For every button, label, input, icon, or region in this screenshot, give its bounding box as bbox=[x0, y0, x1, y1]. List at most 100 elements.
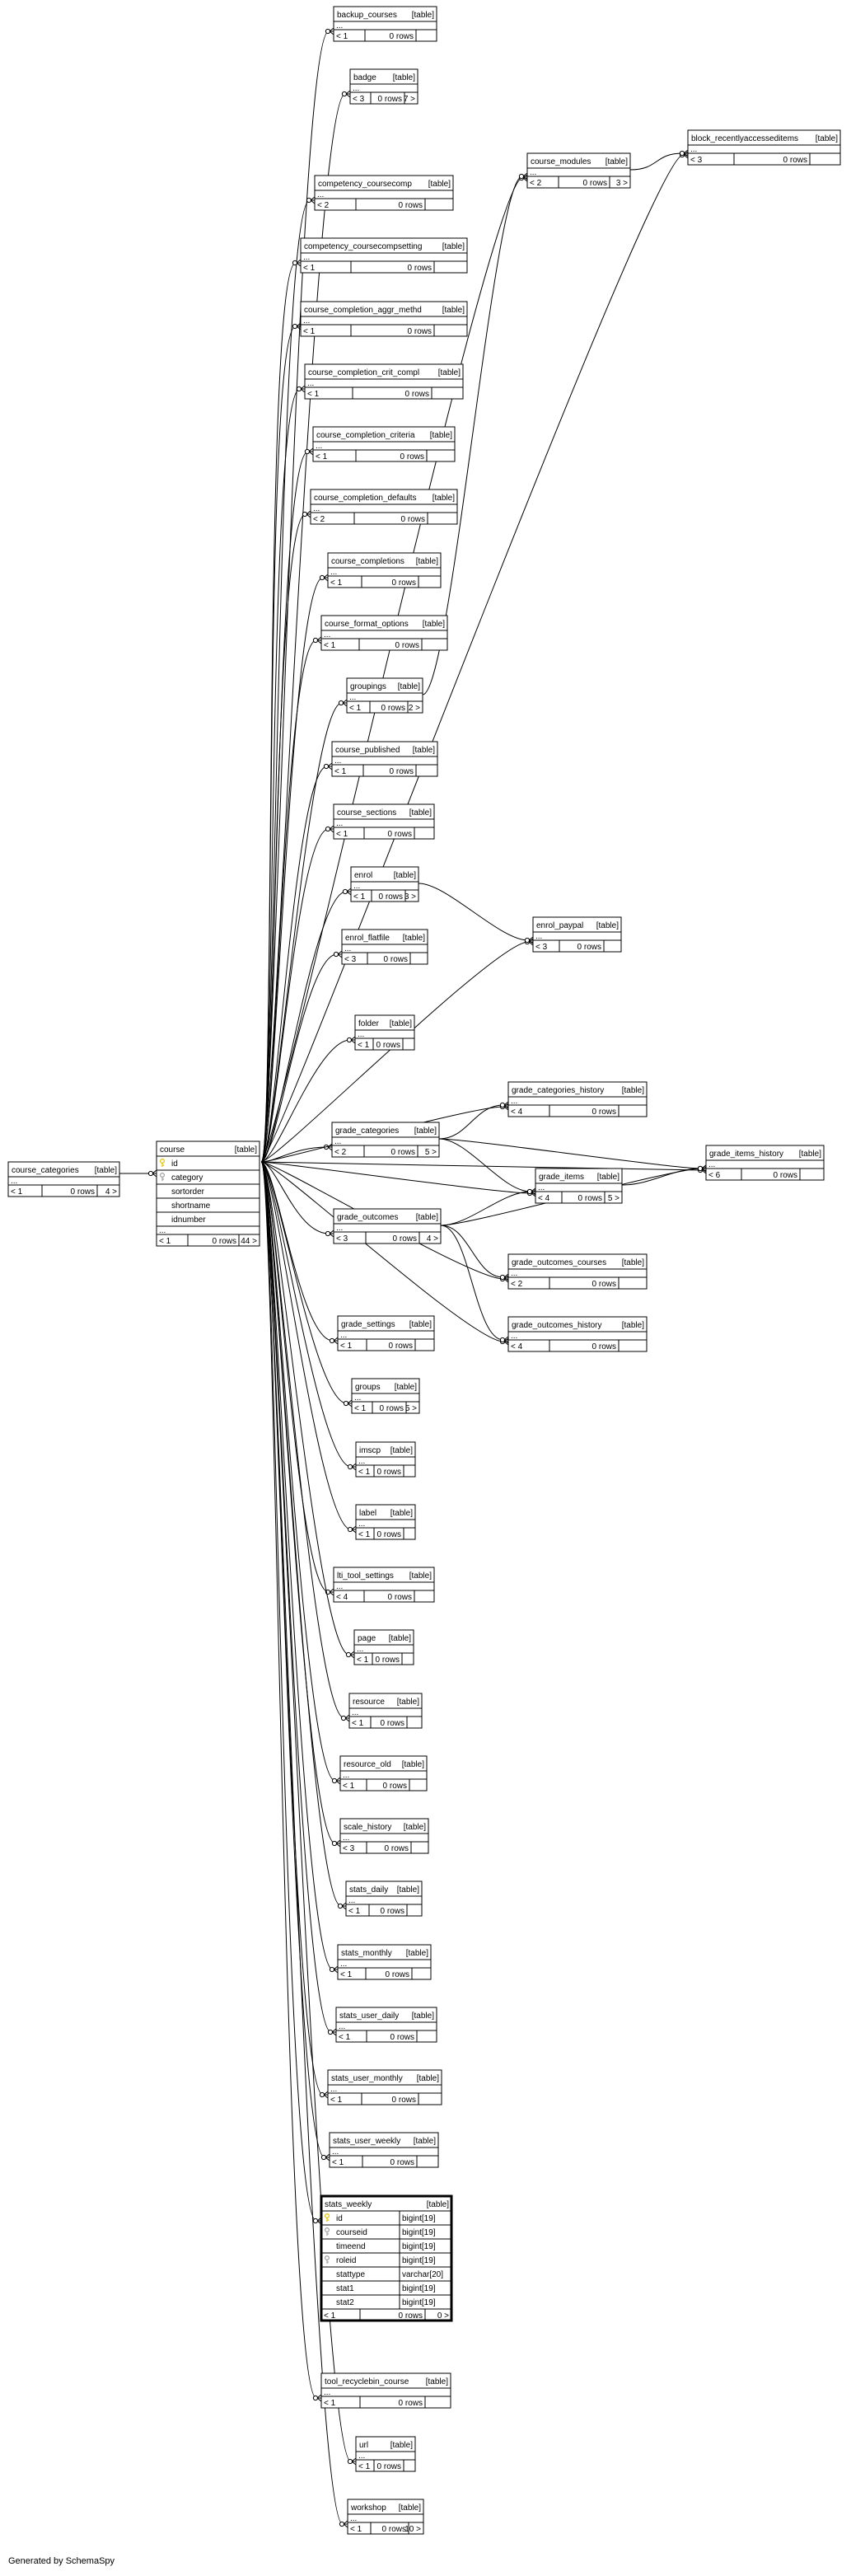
table-border bbox=[320, 2372, 451, 2409]
parents-count: < 1 bbox=[303, 264, 316, 273]
table-name: course_published bbox=[335, 746, 400, 755]
more-columns-ellipsis: ... bbox=[349, 693, 356, 702]
table-border bbox=[353, 1629, 414, 1665]
optional-circle-icon bbox=[345, 1651, 352, 1658]
table-name: grade_outcomes bbox=[337, 1213, 399, 1222]
crows-foot-icon bbox=[351, 1463, 357, 1471]
table-node-competency-coursecompsetting[interactable]: competency_coursecompsetting[table]...< … bbox=[300, 237, 468, 274]
more-columns-ellipsis: ... bbox=[358, 1520, 365, 1529]
relationship-stats-user-weekly-to-course bbox=[260, 1161, 330, 2161]
children-count: 5 > bbox=[608, 1194, 620, 1203]
row-count: 0 rows bbox=[213, 1237, 236, 1246]
table-border bbox=[346, 677, 423, 714]
row-count: 0 rows bbox=[399, 2399, 423, 2408]
more-columns-ellipsis: ... bbox=[354, 1393, 361, 1403]
optional-circle-icon bbox=[312, 637, 319, 644]
parents-count: < 1 bbox=[350, 2525, 362, 2534]
table-type-tag: [table] bbox=[390, 1446, 413, 1455]
optional-circle-icon bbox=[329, 1337, 335, 1344]
relationship-course-published-to-course bbox=[260, 762, 333, 1163]
table-name: badge bbox=[353, 73, 376, 82]
crows-foot-icon bbox=[345, 90, 351, 98]
parents-count: < 1 bbox=[349, 704, 362, 713]
more-columns-ellipsis: ... bbox=[339, 2022, 345, 2031]
crows-foot-icon bbox=[310, 196, 316, 204]
table-border bbox=[337, 1944, 432, 1980]
parents-count: < 1 bbox=[303, 327, 316, 336]
row-count: 0 rows bbox=[400, 452, 424, 461]
table-name: block_recentlyaccesseditems bbox=[691, 134, 798, 143]
more-columns-ellipsis: ... bbox=[511, 1097, 517, 1106]
table-border bbox=[507, 1253, 648, 1290]
relationship-grade-categories-history-to-grade-categories bbox=[438, 1101, 509, 1140]
row-count: 0 rows bbox=[380, 1404, 404, 1413]
table-type-tag: [table] bbox=[397, 1698, 419, 1707]
column-name: stat2 bbox=[336, 2298, 354, 2307]
table-type-tag: [table] bbox=[409, 808, 432, 817]
table-node-course[interactable]: course[table]idcategorysortordershortnam… bbox=[156, 1140, 260, 1247]
children-count: 5 > bbox=[425, 1148, 437, 1157]
table-name: course_modules bbox=[531, 157, 591, 166]
table-node-course-completion-crit-compl[interactable]: course_completion_crit_compl[table]...< … bbox=[304, 363, 464, 400]
crows-foot-icon bbox=[351, 2457, 357, 2466]
parents-count: < 6 bbox=[708, 1171, 721, 1180]
table-name: grade_settings bbox=[341, 1320, 395, 1329]
row-count: 0 rows bbox=[388, 830, 412, 839]
children-count: 7 > bbox=[404, 95, 415, 104]
table-node-block-recentlyaccesseditems[interactable]: block_recentlyaccesseditems[table]...< 3… bbox=[687, 129, 841, 166]
relationship-groups-to-course bbox=[260, 1161, 353, 1407]
more-columns-ellipsis: ... bbox=[336, 21, 343, 30]
table-node-course-completion-aggr-methd[interactable]: course_completion_aggr_methd[table]...< … bbox=[300, 301, 468, 337]
table-type-tag: [table] bbox=[430, 431, 452, 440]
table-type-tag: [table] bbox=[438, 368, 461, 377]
relationship-folder-to-course bbox=[260, 1036, 356, 1163]
crows-foot-icon bbox=[329, 1229, 334, 1238]
table-type-tag: [table] bbox=[416, 557, 438, 566]
table-type-tag: [table] bbox=[427, 2200, 449, 2209]
crows-foot-icon bbox=[323, 574, 329, 582]
relationship-course-completion-defaults-to-course bbox=[260, 510, 311, 1163]
